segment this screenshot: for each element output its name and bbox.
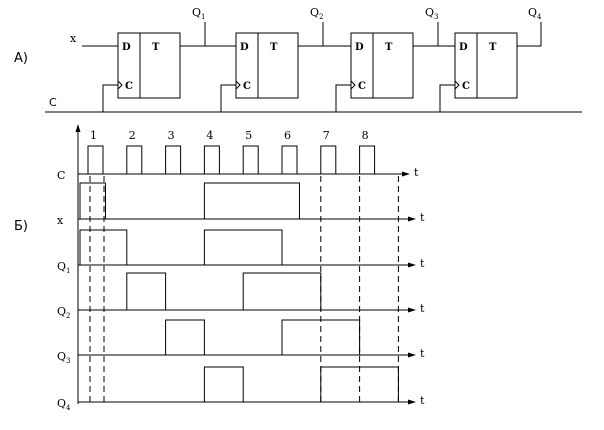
flipflop-3: D T C Q3 bbox=[335, 6, 455, 112]
pulse-number: 8 bbox=[362, 129, 369, 142]
flipflop-box bbox=[117, 32, 181, 99]
signal-label: Q3 bbox=[57, 350, 71, 365]
high-level-pulse bbox=[203, 229, 283, 265]
flipflop-1: D T C Q1 bbox=[102, 6, 236, 112]
clock-bus-label: C bbox=[49, 96, 57, 109]
t-label: T bbox=[270, 42, 278, 53]
high-level-pulse bbox=[203, 182, 300, 219]
output-label: Q2 bbox=[310, 6, 324, 21]
c-pin-label: C bbox=[462, 81, 470, 92]
d-pin-label: D bbox=[459, 42, 468, 53]
clock-input-triangle-icon bbox=[454, 80, 460, 90]
clock-input-triangle-icon bbox=[235, 80, 241, 90]
time-axis-arrow-icon bbox=[402, 171, 410, 177]
c-pin-label: C bbox=[358, 81, 366, 92]
time-axis-label: t bbox=[420, 257, 425, 270]
d-pin-label: D bbox=[240, 42, 249, 53]
time-axis-arrow-icon bbox=[408, 262, 416, 268]
flipflop-box bbox=[454, 32, 518, 99]
pulse-number: 4 bbox=[206, 129, 213, 142]
part-label-b: Б) bbox=[14, 219, 28, 234]
output-label: Q1 bbox=[192, 6, 206, 21]
pulse-number: 3 bbox=[168, 129, 175, 142]
time-axis-arrow-icon bbox=[408, 352, 416, 358]
t-label: T bbox=[152, 42, 160, 53]
clock-input-triangle-icon bbox=[350, 80, 356, 90]
time-axis-arrow-icon bbox=[408, 399, 416, 405]
clock-pulse bbox=[203, 145, 220, 174]
clock-pulse bbox=[359, 145, 376, 174]
vertical-axis-arrow-icon bbox=[75, 124, 81, 132]
d-pin-label: D bbox=[355, 42, 364, 53]
time-axis-label: t bbox=[420, 211, 425, 224]
d-pin-label: D bbox=[122, 42, 131, 53]
signal-label: C bbox=[57, 169, 65, 182]
flipflop-2: D T C Q2 bbox=[220, 6, 351, 112]
high-level-pulse bbox=[165, 319, 205, 355]
high-level-pulse bbox=[79, 182, 106, 219]
input-x-label: x bbox=[70, 32, 77, 45]
circuit-schematic: C x D T C Q1D T C Q2D T C Q3D T C Q4 bbox=[45, 6, 582, 113]
output-wire bbox=[517, 22, 542, 47]
signal-x: tx bbox=[57, 182, 425, 227]
high-level-pulse bbox=[203, 366, 244, 402]
time-axis-label: t bbox=[420, 347, 425, 360]
signal-q1: t Q1 bbox=[57, 229, 425, 275]
clock-pulse bbox=[165, 145, 182, 174]
signal-c: t C 1 2 3 4 5 6 7 8 bbox=[57, 129, 419, 182]
signal-q2: t Q2 bbox=[57, 272, 425, 320]
time-axis-label: t bbox=[414, 166, 419, 179]
t-label: T bbox=[385, 42, 393, 53]
flipflop-box bbox=[235, 32, 299, 99]
clock-pulse bbox=[242, 145, 259, 174]
signal-label: Q4 bbox=[57, 397, 71, 412]
signal-label: Q2 bbox=[57, 305, 71, 320]
signal-label: x bbox=[57, 214, 64, 227]
clock-feed-wire bbox=[335, 84, 351, 112]
signal-label: Q1 bbox=[57, 260, 71, 275]
t-label: T bbox=[489, 42, 497, 53]
high-level-pulse bbox=[126, 272, 167, 310]
time-axis-arrow-icon bbox=[408, 216, 416, 222]
clock-pulse bbox=[126, 145, 143, 174]
flipflop-box bbox=[350, 32, 414, 99]
time-axis-label: t bbox=[420, 302, 425, 315]
output-label: Q3 bbox=[425, 6, 439, 21]
signal-q3: t Q3 bbox=[57, 319, 425, 365]
flipflop-4: D T C Q4 bbox=[439, 6, 542, 112]
time-axis-label: t bbox=[420, 394, 425, 407]
clock-input-triangle-icon bbox=[117, 80, 123, 90]
pulse-number: 6 bbox=[284, 129, 291, 142]
clock-feed-wire bbox=[220, 84, 236, 112]
clock-pulse bbox=[320, 145, 337, 174]
high-level-pulse bbox=[79, 229, 128, 265]
output-label: Q4 bbox=[528, 6, 542, 21]
clock-pulse bbox=[281, 145, 298, 174]
signal-q4: t Q4 bbox=[57, 366, 425, 412]
part-label-a: А) bbox=[14, 51, 28, 66]
c-pin-label: C bbox=[125, 81, 133, 92]
clock-feed-wire bbox=[102, 84, 118, 112]
clock-feed-wire bbox=[439, 84, 455, 112]
high-level-pulse bbox=[242, 272, 322, 310]
pulse-number: 1 bbox=[90, 129, 97, 142]
pulse-number: 7 bbox=[323, 129, 330, 142]
time-axis-arrow-icon bbox=[408, 307, 416, 313]
pulse-number: 2 bbox=[129, 129, 136, 142]
pulse-number: 5 bbox=[245, 129, 252, 142]
clock-pulse bbox=[87, 145, 104, 174]
c-pin-label: C bbox=[243, 81, 251, 92]
